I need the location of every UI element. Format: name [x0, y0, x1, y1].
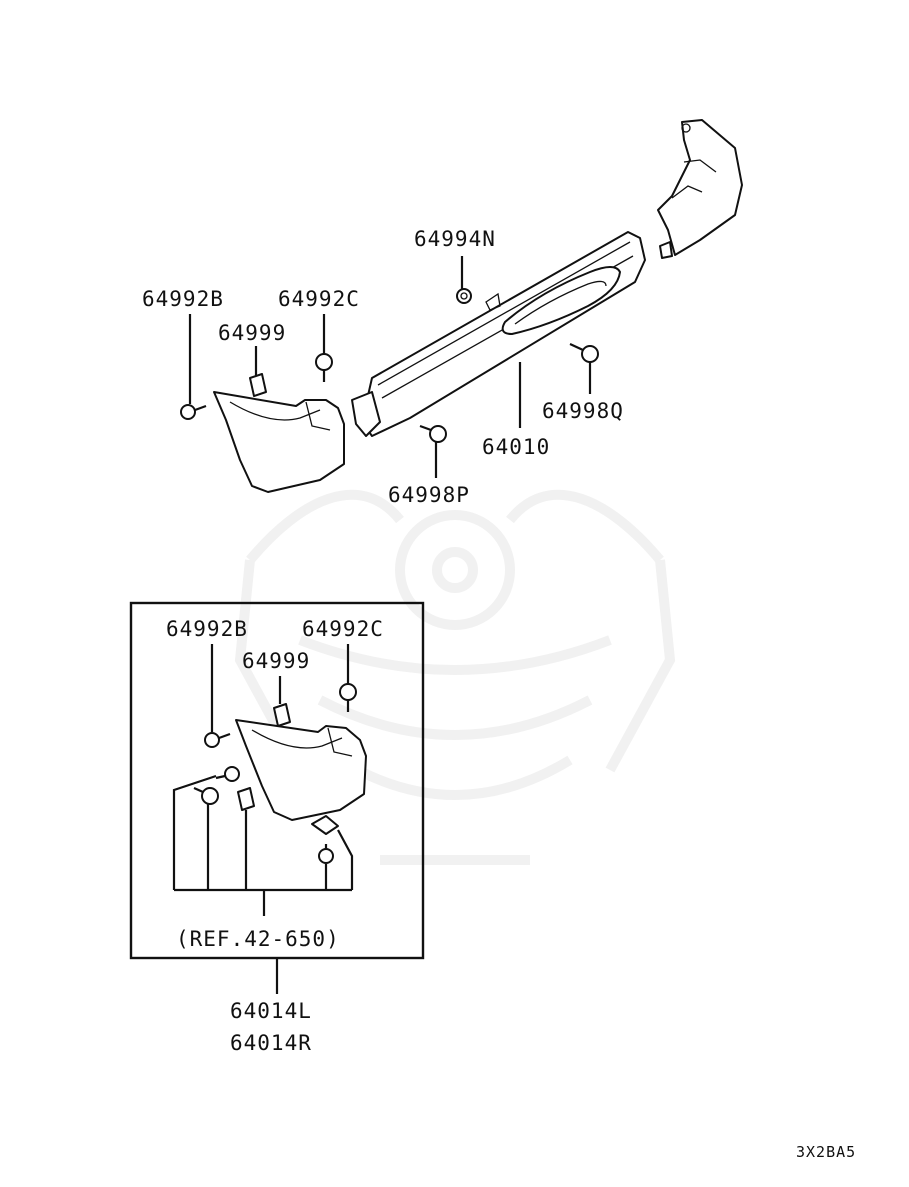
label-64992B-box: 64992B [166, 617, 248, 641]
label-64999-top: 64999 [218, 321, 286, 345]
mud-guard-box-part [235, 719, 367, 821]
clip-64992C-top-icon [315, 353, 333, 382]
mud-guard-top-part [213, 391, 345, 493]
washer-ref-icon [215, 766, 240, 782]
label-64998P: 64998P [388, 483, 470, 507]
label-64010: 64010 [482, 435, 550, 459]
rear-corner-garnish-part [657, 119, 743, 259]
screw-64992B-box-icon [204, 732, 231, 748]
watermark-emblem [234, 489, 676, 865]
clip-ref-icon [311, 815, 339, 835]
side-garnish-part [351, 231, 646, 437]
label-64992B-top: 64992B [142, 287, 224, 311]
ref-bracket [172, 774, 354, 916]
screw-64992B-top-icon [180, 404, 207, 420]
screw-ref-icon [193, 786, 219, 805]
label-64992C-box: 64992C [302, 617, 384, 641]
diagram-code: 3X2BA5 [796, 1143, 856, 1161]
label-64999-box: 64999 [242, 649, 310, 673]
label-64014L: 64014L [230, 999, 312, 1023]
label-64992C-top: 64992C [278, 287, 360, 311]
bolt-ref-icon [318, 844, 334, 864]
label-64994N: 64994N [414, 227, 496, 251]
clip-64994N-icon [456, 288, 472, 304]
label-64014R: 64014R [230, 1031, 312, 1055]
label-ref-42-650: (REF.42-650) [176, 927, 340, 951]
screw-64998P-icon [419, 424, 447, 443]
nut-64999-box-icon [273, 703, 291, 727]
label-64998Q: 64998Q [542, 399, 624, 423]
nut-64999-top-icon [249, 373, 267, 397]
nut-ref-icon [237, 787, 255, 811]
screw-64998Q-icon [569, 343, 599, 363]
